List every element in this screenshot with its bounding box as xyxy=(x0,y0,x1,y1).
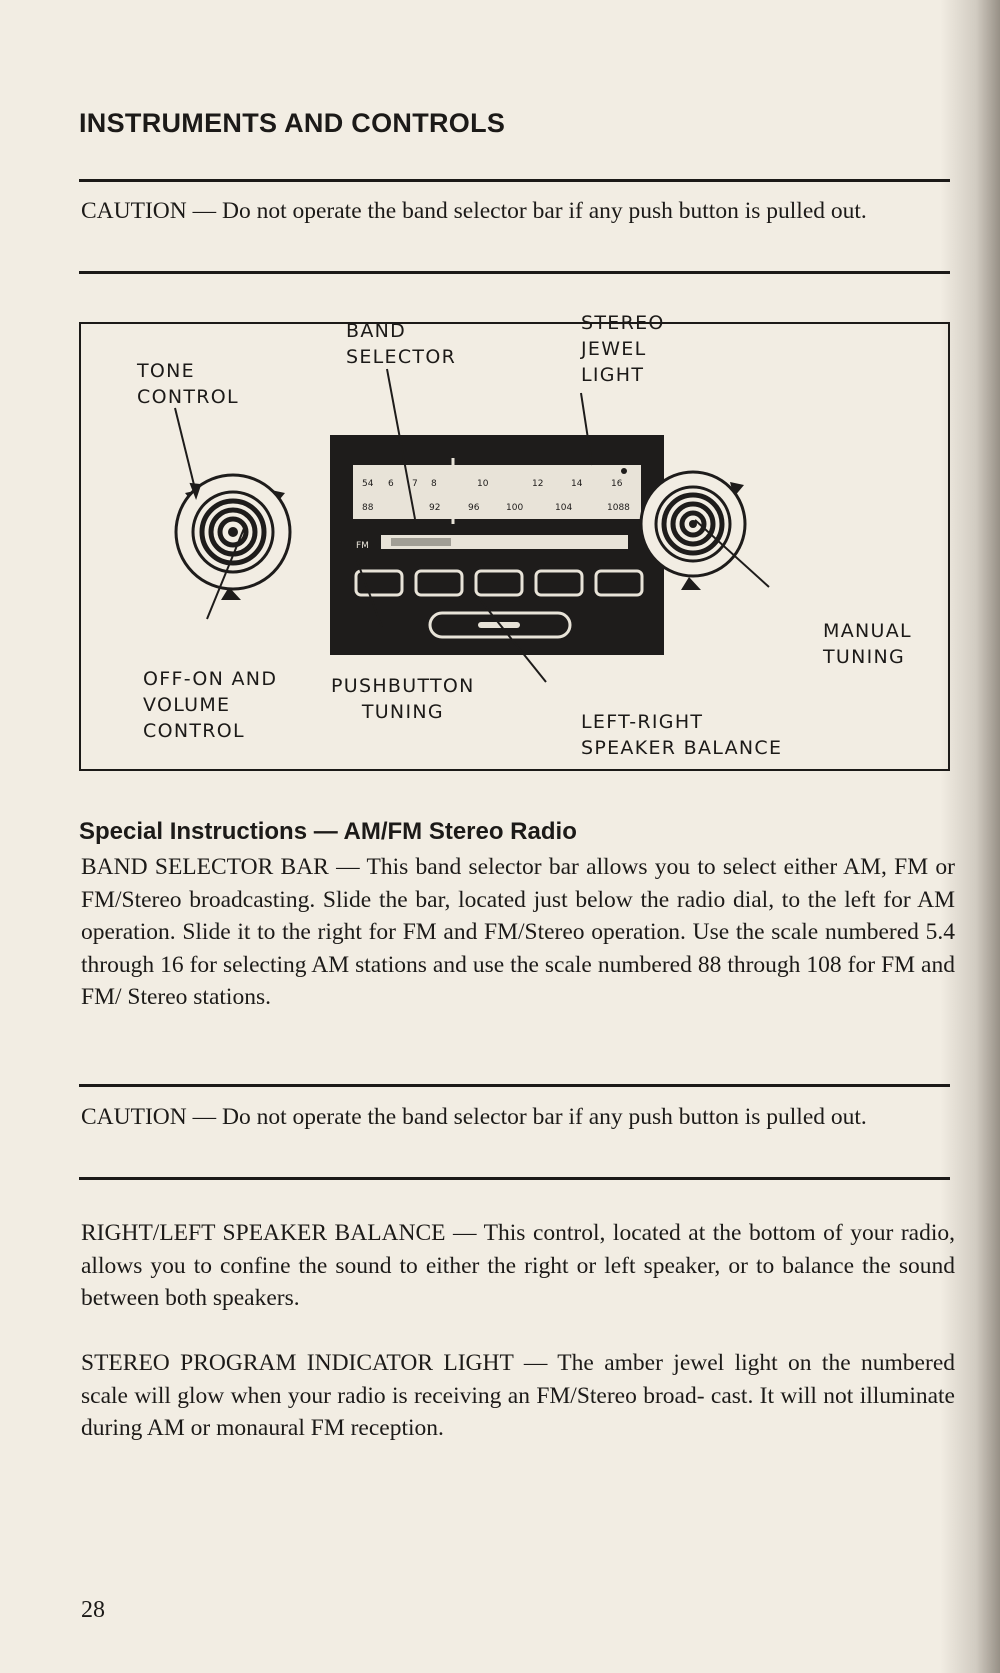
radio-diagram: 54 6 7 8 10 12 14 16 88 92 96 100 104 10… xyxy=(79,312,950,771)
am-tick-label: 6 xyxy=(388,479,394,489)
caution-bottom-text: CAUTION — Do not operate the band select… xyxy=(81,1104,867,1130)
pushbutton xyxy=(594,569,644,597)
label-off-on-volume: OFF-ON AND VOLUME CONTROL xyxy=(143,668,278,742)
stereo-indicator-paragraph: STEREO PROGRAM INDICATOR LIGHT — The amb… xyxy=(81,1350,955,1441)
leader-lines xyxy=(174,368,770,683)
pushbutton xyxy=(474,569,524,597)
stereo-jewel-light xyxy=(621,468,627,474)
label-band-selector: BAND SELECTOR xyxy=(346,320,457,368)
caution-top-text: CAUTION — Do not operate the band select… xyxy=(81,198,867,224)
caution-bottom-rule-upper xyxy=(79,1084,950,1087)
leader-band-selector xyxy=(386,368,416,520)
caution-top-rule-lower xyxy=(79,271,950,274)
band-selector-paragraph: BAND SELECTOR BAR — This band selector b… xyxy=(81,854,955,1010)
pushbutton-row xyxy=(354,569,644,597)
fm-tick-label: 88 xyxy=(362,503,374,513)
page-number: 28 xyxy=(81,1597,105,1623)
band-selector-bar xyxy=(381,535,628,549)
leader-balance xyxy=(480,600,547,683)
right-knob xyxy=(639,470,747,590)
fm-tick-label: 96 xyxy=(468,503,480,513)
leader-volume xyxy=(206,525,246,620)
fm-tick-label: 1088 xyxy=(607,503,630,513)
am-tick-label: 14 xyxy=(571,479,583,489)
leader-stereo-jewel xyxy=(580,392,593,466)
am-tick-label: 54 xyxy=(362,479,374,489)
balance-control xyxy=(428,611,572,639)
leader-manual-tuning xyxy=(694,519,770,588)
dial-scale-numbers: 54 6 7 8 10 12 14 16 88 92 96 100 104 10… xyxy=(362,479,630,513)
fm-tick-label: 104 xyxy=(555,503,572,513)
pushbutton xyxy=(354,569,404,597)
page-heading: INSTRUMENTS AND CONTROLS xyxy=(79,108,506,138)
fm-tick-label: 100 xyxy=(506,503,523,513)
label-stereo-jewel-light: STEREO JEWEL LIGHT xyxy=(581,312,665,386)
fm-marker: FM xyxy=(356,541,369,551)
caution-top-rule-upper xyxy=(79,179,950,182)
knob-tab xyxy=(681,577,701,590)
label-pushbutton-tuning: PUSHBUTTON TUNING xyxy=(331,675,475,723)
am-tick-label: 8 xyxy=(431,479,437,489)
am-tick-label: 16 xyxy=(611,479,623,489)
am-tick-label: 12 xyxy=(532,479,543,489)
band-selector-slider xyxy=(391,538,451,546)
dial-window xyxy=(351,463,643,521)
label-tone-control: TONE CONTROL xyxy=(137,360,239,408)
leader-pushbutton xyxy=(356,560,383,628)
knob-tab xyxy=(221,587,241,600)
radio-illustration: 54 6 7 8 10 12 14 16 88 92 96 100 104 10… xyxy=(174,368,770,683)
section-subheading: Special Instructions — AM/FM Stereo Radi… xyxy=(79,818,577,845)
am-tick-label: 10 xyxy=(477,479,489,489)
am-tick-label: 7 xyxy=(412,479,418,489)
fm-tick-label: 92 xyxy=(429,503,440,513)
leader-tone-control xyxy=(174,407,197,494)
page-edge-shadow xyxy=(940,0,1000,1673)
label-left-right-balance: LEFT-RIGHT SPEAKER BALANCE xyxy=(581,711,783,759)
label-manual-tuning: MANUAL TUNING xyxy=(823,620,912,668)
left-knob xyxy=(174,473,292,600)
pushbutton xyxy=(534,569,584,597)
pushbutton xyxy=(414,569,464,597)
balance-paragraph: RIGHT/LEFT SPEAKER BALANCE — This contro… xyxy=(81,1220,955,1311)
caution-bottom-rule-lower xyxy=(79,1177,950,1180)
